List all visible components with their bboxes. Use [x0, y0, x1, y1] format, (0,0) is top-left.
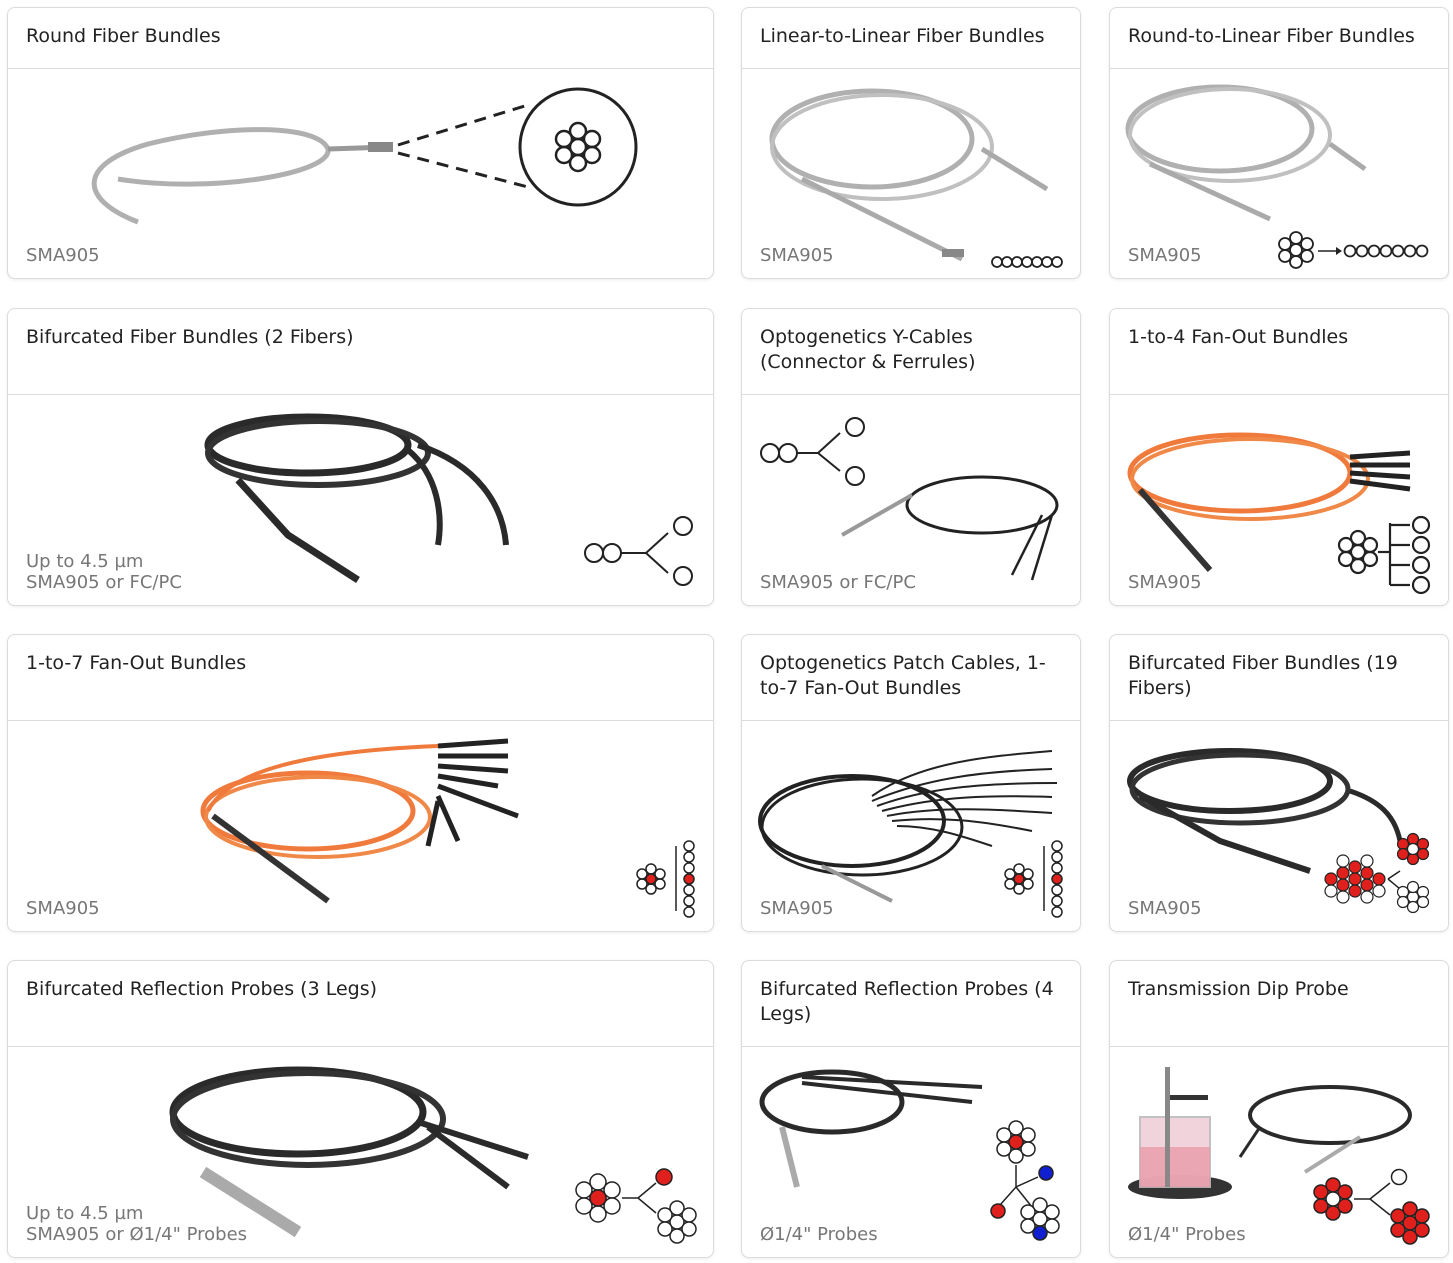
spec-line: Up to 4.5 µm	[26, 551, 144, 572]
card-spec: Ø1/4" Probes	[1128, 1224, 1246, 1245]
product-card-reflection-probes-4-legs[interactable]: Bifurcated Reflection Probes (4 Legs)	[741, 960, 1081, 1258]
card-spec: SMA905	[26, 898, 100, 919]
card-image-area: SMA905	[742, 721, 1080, 931]
spec-line: SMA905	[760, 245, 834, 266]
cable-illustration	[1127, 748, 1430, 914]
card-spec: Up to 4.5 µm SMA905 or Ø1/4" Probes	[26, 1203, 247, 1245]
card-title: Transmission Dip Probe	[1110, 961, 1448, 1047]
card-title: Optogenetics Y-Cables (Connector & Ferru…	[742, 309, 1080, 395]
cable-illustration	[1127, 432, 1431, 595]
card-spec: Ø1/4" Probes	[760, 1224, 878, 1245]
product-card-1-to-7-fan-out[interactable]: 1-to-7 Fan-Out Bundles SM	[7, 634, 714, 932]
card-spec: SMA905	[760, 245, 834, 266]
card-spec: SMA905	[1128, 572, 1202, 593]
spec-line: Up to 4.5 µm	[26, 1203, 144, 1224]
card-title: Round Fiber Bundles	[8, 8, 713, 69]
product-card-round-fiber-bundles[interactable]: Round Fiber Bundles SMA905	[7, 7, 714, 279]
spec-line: SMA905	[1128, 245, 1202, 266]
spec-line: SMA905 or FC/PC	[26, 572, 182, 593]
card-title: Bifurcated Reflection Probes (4 Legs)	[742, 961, 1080, 1047]
spec-line: SMA905	[1128, 898, 1202, 919]
product-card-optogenetics-y-cables[interactable]: Optogenetics Y-Cables (Connector & Ferru…	[741, 308, 1081, 606]
cable-illustration	[1125, 84, 1429, 269]
card-title: Bifurcated Fiber Bundles (2 Fibers)	[8, 309, 713, 395]
card-image-area: Up to 4.5 µm SMA905 or Ø1/4" Probes	[8, 1047, 713, 1257]
card-image-area: SMA905	[1110, 69, 1448, 278]
spec-line: SMA905 or FC/PC	[760, 572, 916, 593]
cable-illustration	[91, 87, 638, 225]
spec-line: SMA905 or Ø1/4" Probes	[26, 1224, 248, 1245]
card-image-area: SMA905	[8, 721, 713, 931]
cable-illustration	[200, 738, 695, 918]
card-title: Bifurcated Reflection Probes (3 Legs)	[8, 961, 713, 1047]
card-spec: SMA905	[26, 245, 100, 266]
card-title: Round-to-Linear Fiber Bundles	[1110, 8, 1448, 69]
card-spec: Up to 4.5 µm SMA905 or FC/PC	[26, 551, 182, 593]
product-card-round-to-linear[interactable]: Round-to-Linear Fiber Bundles SMA905	[1109, 7, 1449, 279]
product-card-linear-to-linear[interactable]: Linear-to-Linear Fiber Bundles SMA905	[741, 7, 1081, 279]
card-image-area: SMA905 or FC/PC	[742, 395, 1080, 605]
card-spec: SMA905	[1128, 898, 1202, 919]
cable-illustration	[758, 750, 1063, 918]
card-image-area: Up to 4.5 µm SMA905 or FC/PC	[8, 395, 713, 605]
card-title: Bifurcated Fiber Bundles (19 Fibers)	[1110, 635, 1448, 721]
cable-illustration	[759, 1069, 1060, 1241]
product-card-optogenetics-patch-1-to-7[interactable]: Optogenetics Patch Cables, 1-to-7 Fan-Ou…	[741, 634, 1081, 932]
product-card-transmission-dip-probe[interactable]: Transmission Dip Probe	[1109, 960, 1449, 1258]
cable-illustration	[769, 88, 1063, 268]
product-card-bifurcated-19-fibers[interactable]: Bifurcated Fiber Bundles (19 Fibers)	[1109, 634, 1449, 932]
cable-illustration	[1128, 1067, 1430, 1245]
product-card-bifurcated-2-fibers[interactable]: Bifurcated Fiber Bundles (2 Fibers) Up t…	[7, 308, 714, 606]
card-image-area: SMA905	[1110, 395, 1448, 605]
spec-line: Ø1/4" Probes	[760, 1224, 878, 1245]
card-spec: SMA905	[1128, 245, 1202, 266]
spec-line: SMA905	[760, 898, 834, 919]
spec-line: Ø1/4" Probes	[1128, 1224, 1246, 1245]
card-image-area: SMA905	[1110, 721, 1448, 931]
product-card-reflection-probes-3-legs[interactable]: Bifurcated Reflection Probes (3 Legs) Up…	[7, 960, 714, 1258]
card-title: Linear-to-Linear Fiber Bundles	[742, 8, 1080, 69]
product-card-1-to-4-fan-out[interactable]: 1-to-4 Fan-Out Bundles SMA905	[1109, 308, 1449, 606]
card-title: Optogenetics Patch Cables, 1-to-7 Fan-Ou…	[742, 635, 1080, 721]
card-spec: SMA905 or FC/PC	[760, 572, 916, 593]
spec-line: SMA905	[26, 245, 100, 266]
card-image-area: Ø1/4" Probes	[1110, 1047, 1448, 1257]
card-title: 1-to-7 Fan-Out Bundles	[8, 635, 713, 721]
cable-illustration	[169, 1066, 697, 1244]
card-title: 1-to-4 Fan-Out Bundles	[1110, 309, 1448, 395]
cable-illustration	[760, 417, 1059, 581]
cable-illustration	[204, 413, 693, 586]
card-image-area: SMA905	[742, 69, 1080, 278]
card-spec: SMA905	[760, 898, 834, 919]
card-image-area: SMA905	[8, 69, 713, 278]
spec-line: SMA905	[1128, 572, 1202, 593]
card-image-area: Ø1/4" Probes	[742, 1047, 1080, 1257]
spec-line: SMA905	[26, 898, 100, 919]
